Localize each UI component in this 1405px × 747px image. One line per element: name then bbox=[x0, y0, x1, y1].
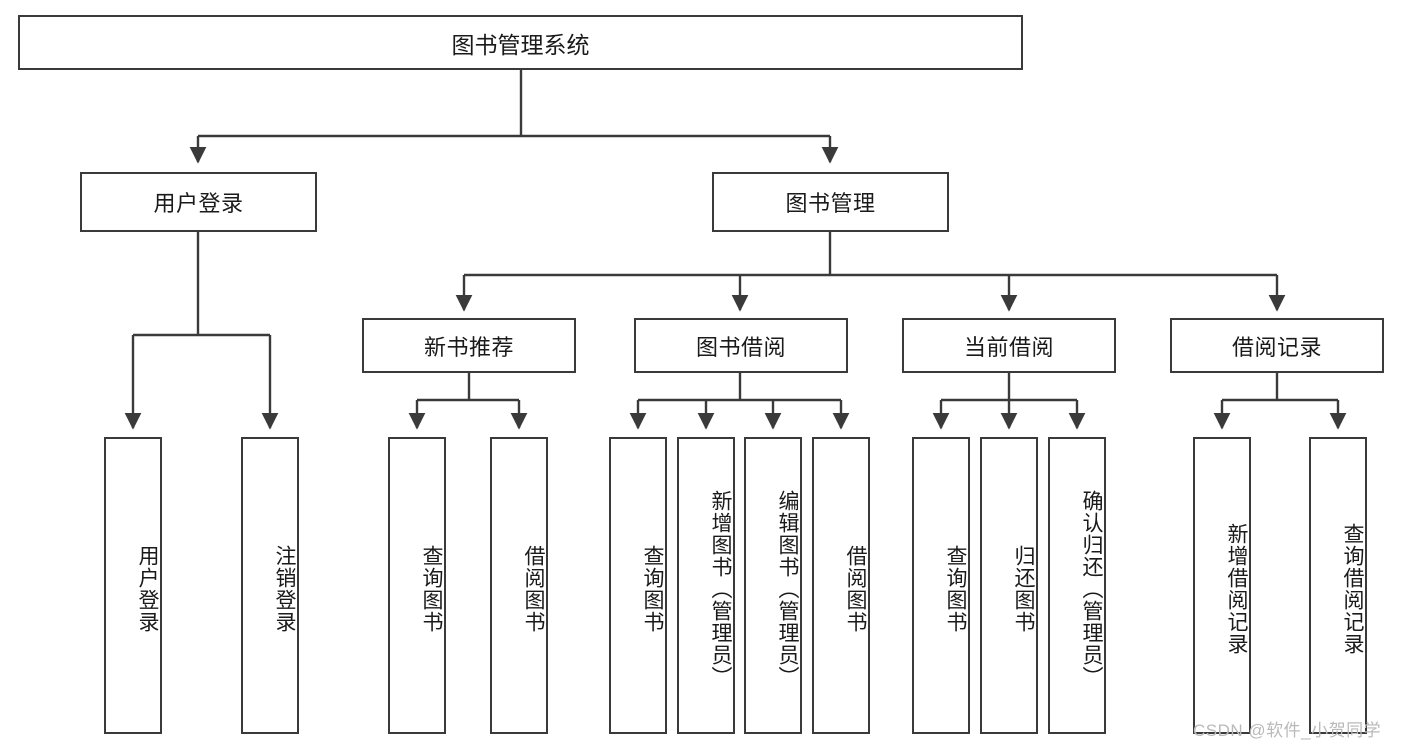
node-book-management-label: 图书管理 bbox=[785, 191, 876, 216]
node-root-system[interactable]: 图书管理系统 bbox=[18, 15, 1023, 70]
node-new-book-recommend-label: 新书推荐 bbox=[423, 334, 514, 360]
leaf-borrow-record-add[interactable]: 新增借阅记录 bbox=[1193, 437, 1251, 734]
leaf-label: 用户登录 bbox=[136, 544, 159, 633]
leaf-new-book-query[interactable]: 查询图书 bbox=[388, 437, 446, 734]
leaf-label: 归还图书 bbox=[1012, 544, 1035, 633]
node-user-login-label: 用户登录 bbox=[153, 191, 244, 216]
node-book-management[interactable]: 图书管理 bbox=[712, 172, 949, 232]
leaf-label: 编辑图书（管理员） bbox=[776, 489, 799, 688]
node-current-borrow-label: 当前借阅 bbox=[963, 334, 1054, 360]
leaf-label: 借阅图书 bbox=[522, 544, 545, 633]
leaf-current-borrow-query[interactable]: 查询图书 bbox=[912, 437, 970, 734]
node-book-borrow-label: 图书借阅 bbox=[695, 334, 786, 360]
leaf-label: 查询借阅记录 bbox=[1341, 522, 1364, 655]
node-book-borrow[interactable]: 图书借阅 bbox=[634, 318, 848, 373]
node-current-borrow[interactable]: 当前借阅 bbox=[902, 318, 1116, 373]
leaf-current-borrow-return[interactable]: 归还图书 bbox=[980, 437, 1038, 734]
leaf-label: 新增借阅记录 bbox=[1225, 522, 1248, 655]
node-root-label: 图书管理系统 bbox=[451, 31, 590, 58]
leaf-user-login-logout[interactable]: 注销登录 bbox=[241, 437, 299, 734]
leaf-label: 确认归还（管理员） bbox=[1080, 489, 1103, 688]
csdn-watermark: CSDN @软件_小贺同学 bbox=[1193, 721, 1382, 740]
leaf-label: 借阅图书 bbox=[844, 544, 867, 633]
leaf-book-borrow-add[interactable]: 新增图书（管理员） bbox=[677, 437, 735, 734]
node-borrow-record-label: 借阅记录 bbox=[1231, 334, 1322, 360]
node-new-book-recommend[interactable]: 新书推荐 bbox=[362, 318, 576, 373]
leaf-book-borrow-edit[interactable]: 编辑图书（管理员） bbox=[744, 437, 802, 734]
leaf-label: 新增图书（管理员） bbox=[709, 489, 732, 688]
leaf-borrow-record-query[interactable]: 查询借阅记录 bbox=[1309, 437, 1367, 734]
leaf-current-borrow-confirm[interactable]: 确认归还（管理员） bbox=[1048, 437, 1106, 734]
node-user-login[interactable]: 用户登录 bbox=[80, 172, 317, 232]
leaf-label: 注销登录 bbox=[273, 544, 296, 633]
node-borrow-record[interactable]: 借阅记录 bbox=[1170, 318, 1384, 373]
leaf-book-borrow-query[interactable]: 查询图书 bbox=[609, 437, 667, 734]
leaf-label: 查询图书 bbox=[944, 544, 967, 633]
leaf-new-book-borrow[interactable]: 借阅图书 bbox=[490, 437, 548, 734]
leaf-label: 查询图书 bbox=[420, 544, 443, 633]
leaf-label: 查询图书 bbox=[641, 544, 664, 633]
leaf-user-login-login[interactable]: 用户登录 bbox=[104, 437, 162, 734]
leaf-book-borrow-borrow[interactable]: 借阅图书 bbox=[812, 437, 870, 734]
